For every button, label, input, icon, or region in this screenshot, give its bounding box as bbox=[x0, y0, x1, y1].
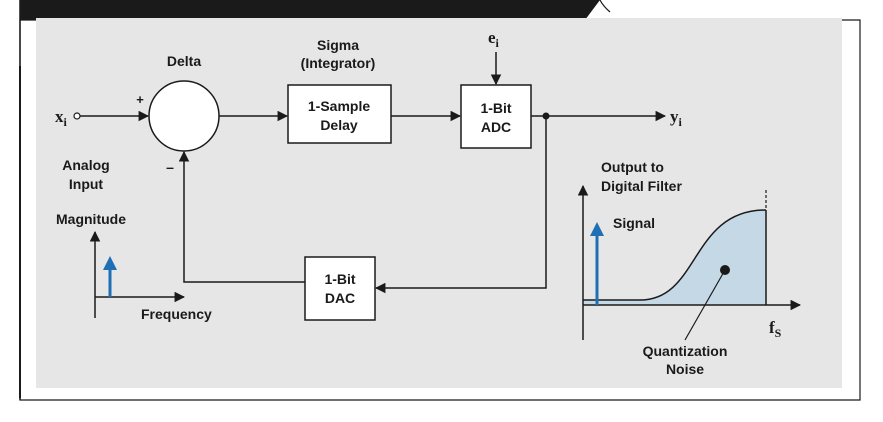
error-e-label: ei bbox=[488, 28, 500, 50]
magnitude-label: Magnitude bbox=[56, 211, 126, 227]
sample-delay-block bbox=[287, 84, 392, 144]
signal-label: Signal bbox=[613, 215, 655, 231]
input-x-label: xi bbox=[55, 107, 68, 129]
dac-block bbox=[304, 256, 376, 321]
input-signal-arrow bbox=[103, 256, 117, 297]
output-signal-arrow bbox=[590, 222, 604, 305]
quantization-noise-curve bbox=[583, 209, 767, 301]
integrator-label: (Integrator) bbox=[301, 55, 376, 71]
sigma-label: Sigma bbox=[317, 37, 359, 53]
adc-block bbox=[460, 84, 532, 149]
output-label-line1: Output to bbox=[601, 159, 664, 175]
plus-sign: + bbox=[136, 92, 144, 107]
quantization-label-line1: Quantization bbox=[643, 343, 728, 359]
adc-line2: ADC bbox=[481, 119, 511, 135]
dac-line2: DAC bbox=[325, 290, 355, 306]
delta-summing-junction bbox=[148, 80, 220, 152]
diagram-panel bbox=[36, 18, 842, 388]
noise-leader-line bbox=[684, 269, 726, 341]
fs-label: fS bbox=[769, 318, 782, 340]
input-node bbox=[73, 112, 81, 120]
output-label-line2: Digital Filter bbox=[601, 178, 682, 194]
analog-label-line2: Input bbox=[69, 176, 104, 192]
dac-line1: 1-Bit bbox=[324, 271, 355, 287]
delay-line1: 1-Sample bbox=[308, 98, 370, 114]
output-y-label: yi bbox=[670, 107, 683, 129]
frequency-label: Frequency bbox=[141, 306, 212, 322]
feedback-line-right bbox=[374, 116, 547, 294]
minus-sign: – bbox=[166, 159, 174, 175]
delta-label: Delta bbox=[167, 53, 201, 69]
quantization-noise-area bbox=[583, 210, 766, 305]
quantization-label-line2: Noise bbox=[666, 361, 704, 377]
feedback-line-left bbox=[178, 150, 305, 283]
adc-line1: 1-Bit bbox=[480, 100, 511, 116]
analog-label-line1: Analog bbox=[62, 157, 109, 173]
delay-line2: Delay bbox=[320, 117, 358, 133]
